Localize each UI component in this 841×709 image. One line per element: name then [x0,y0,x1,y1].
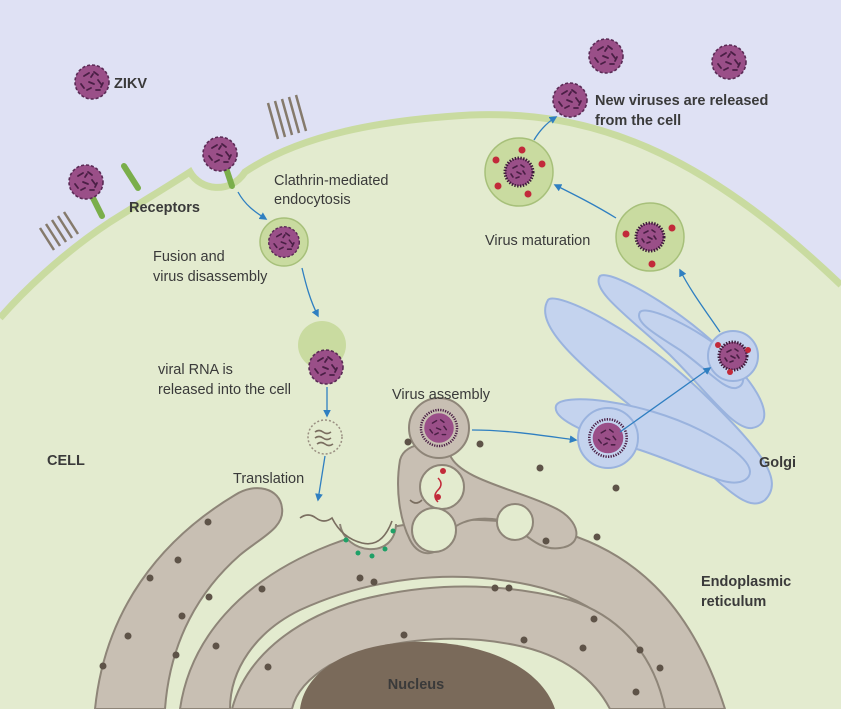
process-arrows [237,116,721,502]
virus-released-1 [588,38,624,74]
nucleus [300,641,555,709]
label-virus-assembly: Virus assembly [392,387,491,403]
viral-rna-dashed-circle [307,419,343,455]
label-receptors: Receptors [129,200,200,216]
label-clathrin-line1: Clathrin-mediated [274,173,388,189]
arrow-maturation [553,184,617,219]
virus-released-3 [552,82,588,118]
virus-bound-receptor-2 [202,136,238,172]
arrow-to-maturation [679,268,721,333]
arrow-fusion [301,267,319,318]
label-er-line1: Endoplasmic [701,574,791,590]
virus-zikv-legend [74,64,110,100]
virus-in-lower-vesicle [634,221,666,253]
arrow-release [533,116,558,141]
viral-rna-strands [314,429,334,447]
label-nucleus: Nucleus [388,677,444,693]
prm-dots-upper [492,146,546,198]
label-cell: CELL [47,453,85,469]
receptor-pair-2 [121,163,141,191]
ribosome-dots [343,528,396,559]
label-er-line2: reticulum [701,594,766,610]
er-ribosomes [99,438,664,696]
cell-membrane [0,111,841,321]
prm-dots-golgi [715,342,751,375]
label-clathrin-line2: endocytosis [274,192,351,208]
label-rna-line2: released into the cell [158,382,291,398]
prm-dots-lower [622,224,676,268]
label-fusion-line1: Fusion and [153,249,225,265]
arrow-endocytosis [237,191,268,220]
label-golgi: Golgi [759,455,796,471]
receptor-pair-1 [89,193,105,219]
virus-disassembling [308,349,344,385]
rna-dot-1 [440,468,446,474]
receptor-pair-3 [223,165,235,189]
virus-in-golgi-right [717,340,749,372]
golgi-apparatus [544,274,773,505]
virus-in-upper-vesicle [503,156,535,188]
er-pocket-right [496,503,534,541]
label-translation: Translation [233,471,304,487]
membrane-pit-top [266,94,308,140]
label-release-line2: from the cell [595,113,681,129]
label-zikv: ZIKV [114,76,147,92]
label-virus-maturation: Virus maturation [485,233,590,249]
er-vesicle-low [411,507,457,553]
membrane-pit-left [38,211,80,251]
virus-bound-receptor-1 [68,164,104,200]
label-release-line1: New viruses are released [595,93,768,109]
label-fusion-line2: virus disassembly [153,269,268,285]
virus-released-2 [711,44,747,80]
arrow-to-golgi [471,429,578,444]
arrow-golgi-transit [619,367,712,433]
translation-rna [299,499,423,545]
arrow-translation [315,455,326,502]
rna-dot-2 [435,494,441,500]
label-rna-line1: viral RNA is [158,362,233,378]
virus-in-endosome [267,225,301,259]
